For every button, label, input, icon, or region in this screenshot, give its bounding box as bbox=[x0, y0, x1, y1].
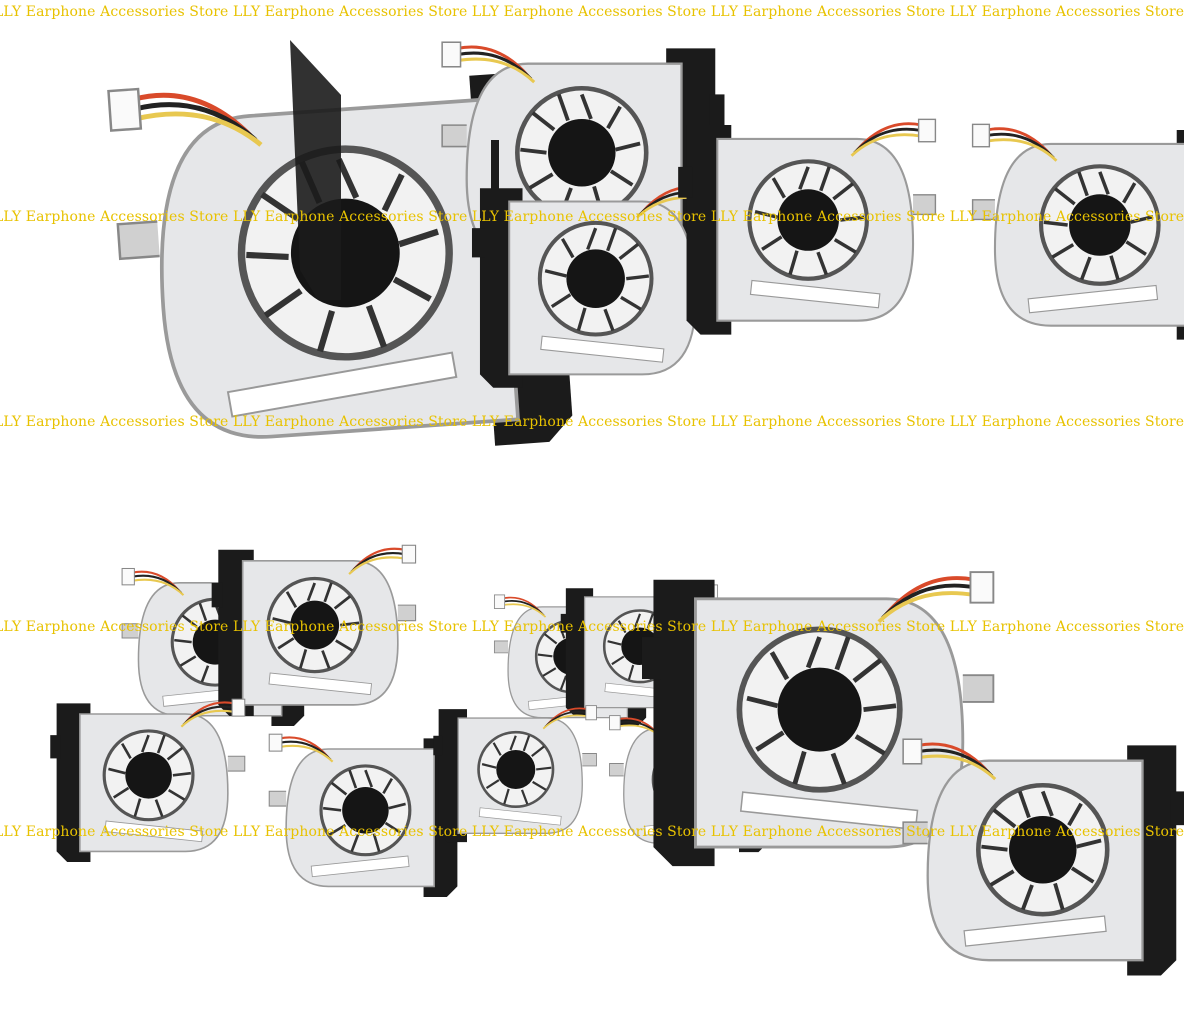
product-image-grid bbox=[0, 0, 1024, 1024]
fan-photo-4 bbox=[0, 512, 341, 853]
fan-photo-tile-1 bbox=[0, 0, 341, 341]
fan-photo-tile-3 bbox=[682, 0, 1023, 341]
fan-photo-3 bbox=[682, 0, 1023, 341]
fan-photo-tile-6 bbox=[682, 512, 1023, 853]
fan-photo-5 bbox=[341, 512, 682, 853]
fan-photo-tile-5 bbox=[341, 512, 682, 853]
fan-photo-1 bbox=[0, 40, 341, 341]
fan-photo-6 bbox=[682, 512, 1023, 853]
fan-photo-tile-4 bbox=[0, 512, 341, 853]
fan-photo-2 bbox=[341, 0, 682, 341]
fan-photo-tile-2 bbox=[341, 0, 682, 341]
